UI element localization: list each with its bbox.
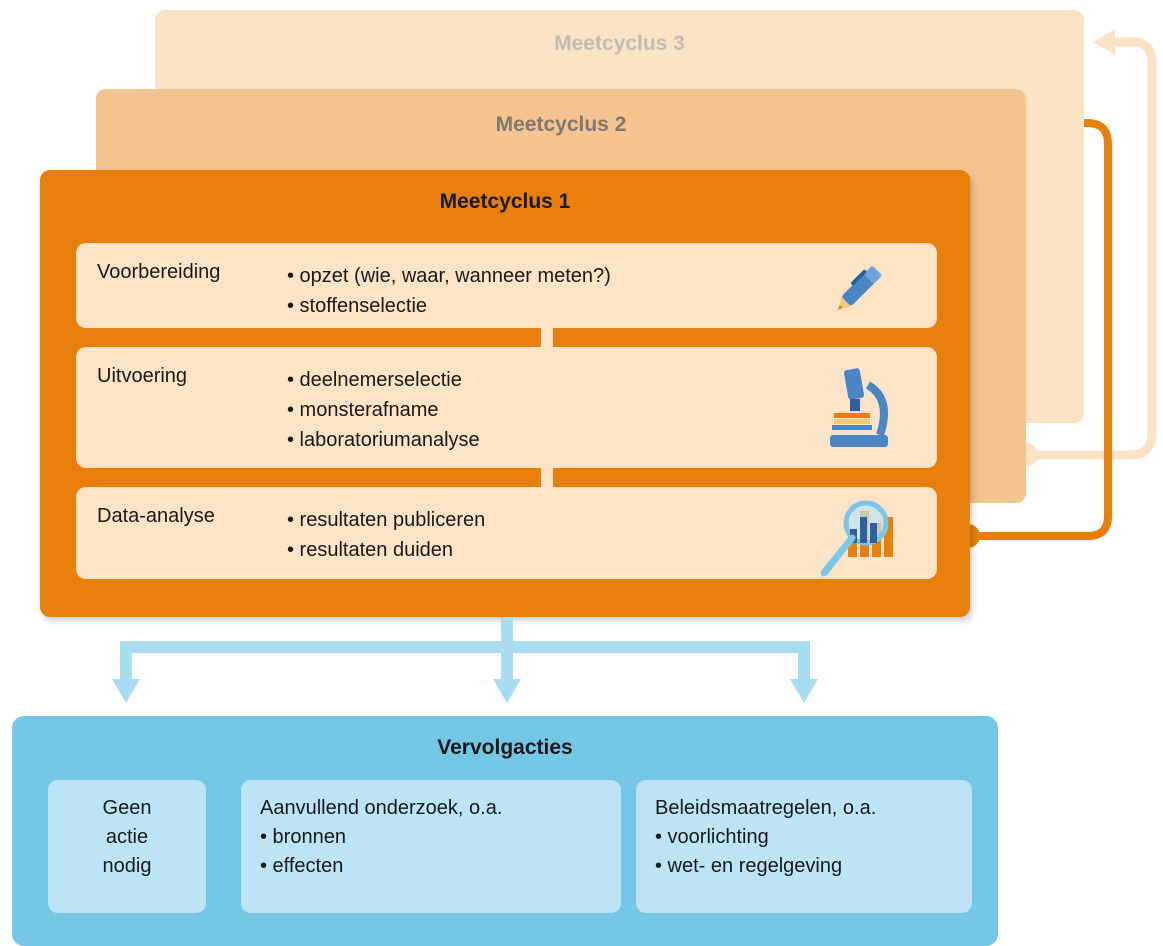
step-item: • stoffenselectie [287, 295, 428, 317]
step-item: • deelnemerselectie [287, 369, 462, 391]
loop-arrowhead-cycle3 [1093, 29, 1115, 55]
action-further-research: Aanvullend onderzoek, o.a. • bronnen • e… [241, 780, 621, 913]
arrowhead [493, 679, 521, 703]
cycle-1-title: Meetcyclus 1 [439, 190, 571, 213]
microscope-icon [830, 368, 888, 447]
action-line: • voorlichting [655, 826, 769, 848]
step-connector [541, 326, 553, 348]
loop-arrow-cycle2 [970, 119, 1112, 540]
step-preparation: Voorbereiding • opzet (wie, waar, wannee… [76, 243, 937, 328]
action-line: nodig [102, 855, 152, 877]
step-label: Voorbereiding [97, 261, 221, 283]
cycle-3-title: Meetcyclus 3 [554, 32, 685, 55]
arrowhead [790, 679, 818, 703]
action-policy-measures: Beleidsmaatregelen, o.a. • voorlichting … [636, 780, 972, 913]
action-line: Geen [102, 797, 152, 819]
step-label: Uitvoering [97, 365, 188, 387]
step-connector [541, 466, 553, 488]
cycle-2-title: Meetcyclus 2 [495, 113, 627, 136]
arrowhead [112, 679, 140, 703]
step-items: • deelnemerselectie • monsterafname • la… [287, 365, 480, 455]
pen-icon [837, 266, 882, 311]
step-items: • resultaten publiceren • resultaten dui… [287, 505, 485, 565]
step-execution: Uitvoering • deelnemerselectie • monster… [76, 347, 937, 468]
loop-arrow-cycle3 [1028, 37, 1157, 460]
followup-actions-panel: Vervolgacties Geen actie nodig Aanvullen… [12, 716, 998, 946]
step-item: • resultaten duiden [287, 539, 454, 561]
step-item: • resultaten publiceren [287, 509, 486, 531]
followup-title: Vervolgacties [437, 736, 573, 759]
action-line: Beleidsmaatregelen, o.a. [655, 797, 877, 819]
magnifier-chart-icon [820, 500, 893, 577]
step-item: • opzet (wie, waar, wanneer meten?) [287, 265, 611, 287]
action-line: • bronnen [260, 826, 346, 848]
step-items: • opzet (wie, waar, wanneer meten?) • st… [287, 261, 611, 321]
step-data-analysis: Data-analyse • resultaten publiceren • r… [76, 487, 937, 579]
action-line: actie [105, 826, 149, 848]
cycle-1-card: Meetcyclus 1 Voorbereiding • opzet (wie,… [40, 170, 970, 617]
step-item: • laboratoriumanalyse [287, 429, 480, 451]
action-no-action: Geen actie nodig [48, 780, 206, 913]
step-item: • monsterafname [287, 399, 439, 421]
action-line: Aanvullend onderzoek, o.a. [260, 797, 503, 819]
action-line: • wet- en regelgeving [655, 855, 843, 877]
action-line: • effecten [260, 855, 344, 877]
step-label: Data-analyse [97, 505, 215, 527]
